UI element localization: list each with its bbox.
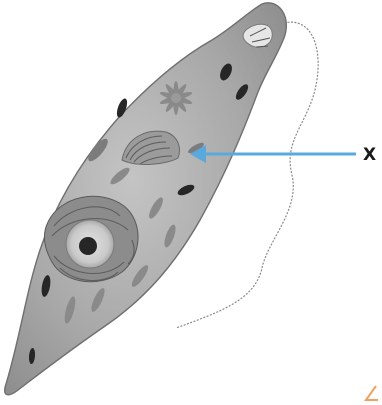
cell-body [5, 3, 287, 395]
pointer-label: X [363, 145, 376, 165]
corner-mark [366, 386, 378, 400]
nucleolus [79, 237, 97, 255]
